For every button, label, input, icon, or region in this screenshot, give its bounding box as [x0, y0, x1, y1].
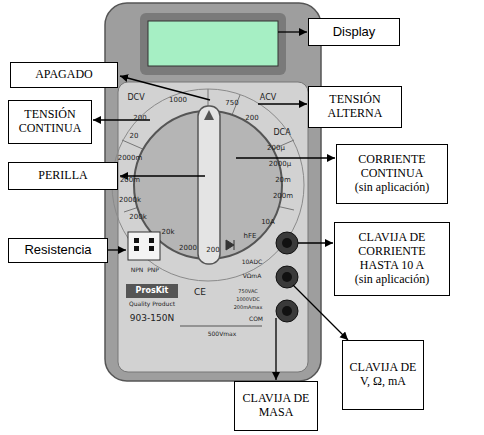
diode-symbol [226, 240, 234, 250]
meter-marking: 2000k [119, 197, 141, 204]
brand-plate [126, 284, 178, 298]
meter-marking: 200 [133, 115, 146, 122]
meter-marking: 200µ [267, 145, 285, 152]
meter-marking: PNP [147, 267, 159, 273]
face-plate [118, 82, 308, 372]
range-ring [112, 89, 304, 281]
meter-marking: 200mAmax [234, 305, 263, 310]
dial-knob [198, 106, 220, 264]
jack-hole [282, 238, 292, 248]
jack-hole [282, 272, 292, 282]
socket-pin [134, 246, 139, 251]
meter-marking: VΩmA [243, 273, 262, 279]
leader-line [275, 318, 276, 380]
callout-box: CORRIENTE CONTINUA(sin aplicación) [336, 144, 448, 204]
callout-box: APAGADO [10, 62, 118, 88]
meter-marking: 1000VDC [236, 297, 260, 302]
meter-marking: 2000 [179, 245, 197, 252]
meter-marking: 10ADC [242, 259, 263, 265]
leader-line [298, 242, 333, 243]
meter-marking: ProsKit [136, 287, 169, 295]
meter-marking: 20k [162, 229, 175, 236]
leader-line [236, 157, 335, 158]
callout-text: APAGADO [35, 68, 93, 82]
meter-marking: Quality Product [129, 301, 175, 307]
meter-body [105, 3, 321, 381]
meter-marking: 200m [273, 193, 293, 200]
meter-marking: 500Vmax [208, 331, 237, 337]
callout-box: CLAVIJA DE MASA [234, 381, 318, 431]
callout-text: CLAVIJA DE MASA [238, 392, 314, 420]
callout-box: TENSIÓN CONTINUA [8, 100, 92, 144]
meter-marking: 20 [130, 133, 139, 140]
meter-marking: DCA [273, 129, 290, 137]
meter-marking: 1000 [169, 97, 187, 104]
meter-marking: 200 [245, 115, 258, 122]
leader-line [258, 103, 307, 104]
meter-marking: 20m [275, 177, 291, 184]
jack-v-ohm-ma [276, 266, 298, 288]
callout-box: Display [308, 18, 400, 46]
meter-marking: 200k [129, 214, 146, 221]
callout-note: (sin aplicación) [355, 273, 429, 287]
lcd-window [148, 21, 278, 66]
range-divider [122, 140, 145, 150]
socket-pin [149, 246, 154, 251]
callout-text: Resistencia [24, 243, 91, 258]
meter-marking: ACV [260, 94, 276, 102]
display-bezel [140, 13, 286, 75]
callout-box: TENSIÓN ALTERNA [308, 86, 402, 128]
meter-marking: CE [194, 288, 206, 297]
callout-text: TENSIÓN CONTINUA [12, 108, 88, 136]
transistor-socket [128, 232, 160, 260]
meter-marking: hFE [244, 233, 257, 240]
warning-line [180, 326, 262, 327]
meter-marking: 2000m [118, 155, 143, 162]
meter-marking: 200m [120, 177, 140, 184]
callout-text: TENSIÓN ALTERNA [312, 93, 398, 121]
callout-note: (sin aplicación) [355, 181, 429, 195]
callout-box: CLAVIJA DE V, Ω, mA [342, 340, 424, 410]
leader-lines [93, 32, 348, 380]
jack-hole [282, 306, 292, 316]
callout-box: Resistencia [8, 238, 108, 263]
leader-line [278, 31, 307, 32]
meter-marking: 750VAC [238, 289, 257, 294]
jack-com [276, 300, 298, 322]
jack-10a [276, 232, 298, 254]
socket-pin [149, 238, 154, 243]
callout-text: PERILLA [38, 169, 87, 183]
callout-text: CLAVIJA DE CORRIENTE HASTA 10 A [338, 231, 446, 272]
leader-line [108, 249, 126, 250]
meter-marking: 2000µ [269, 161, 291, 168]
knob-pointer [204, 110, 214, 120]
meter-marking: 750 [225, 100, 238, 107]
socket-pin [134, 238, 139, 243]
meter-marking: DCV [127, 94, 144, 102]
meter-marking: 903-150N [130, 314, 174, 323]
meter-marking: 10A [261, 219, 275, 226]
callout-text: Display [333, 25, 376, 40]
meter-marking: 200 [206, 247, 219, 254]
callout-box: CLAVIJA DE CORRIENTE HASTA 10 A(sin apli… [334, 222, 450, 296]
callout-text: CORRIENTE CONTINUA [340, 153, 444, 181]
meter-marking: COM [249, 316, 263, 322]
meter-marking: NPN [131, 267, 144, 273]
callout-text: CLAVIJA DE V, Ω, mA [346, 361, 420, 389]
callout-box: PERILLA [8, 162, 118, 190]
